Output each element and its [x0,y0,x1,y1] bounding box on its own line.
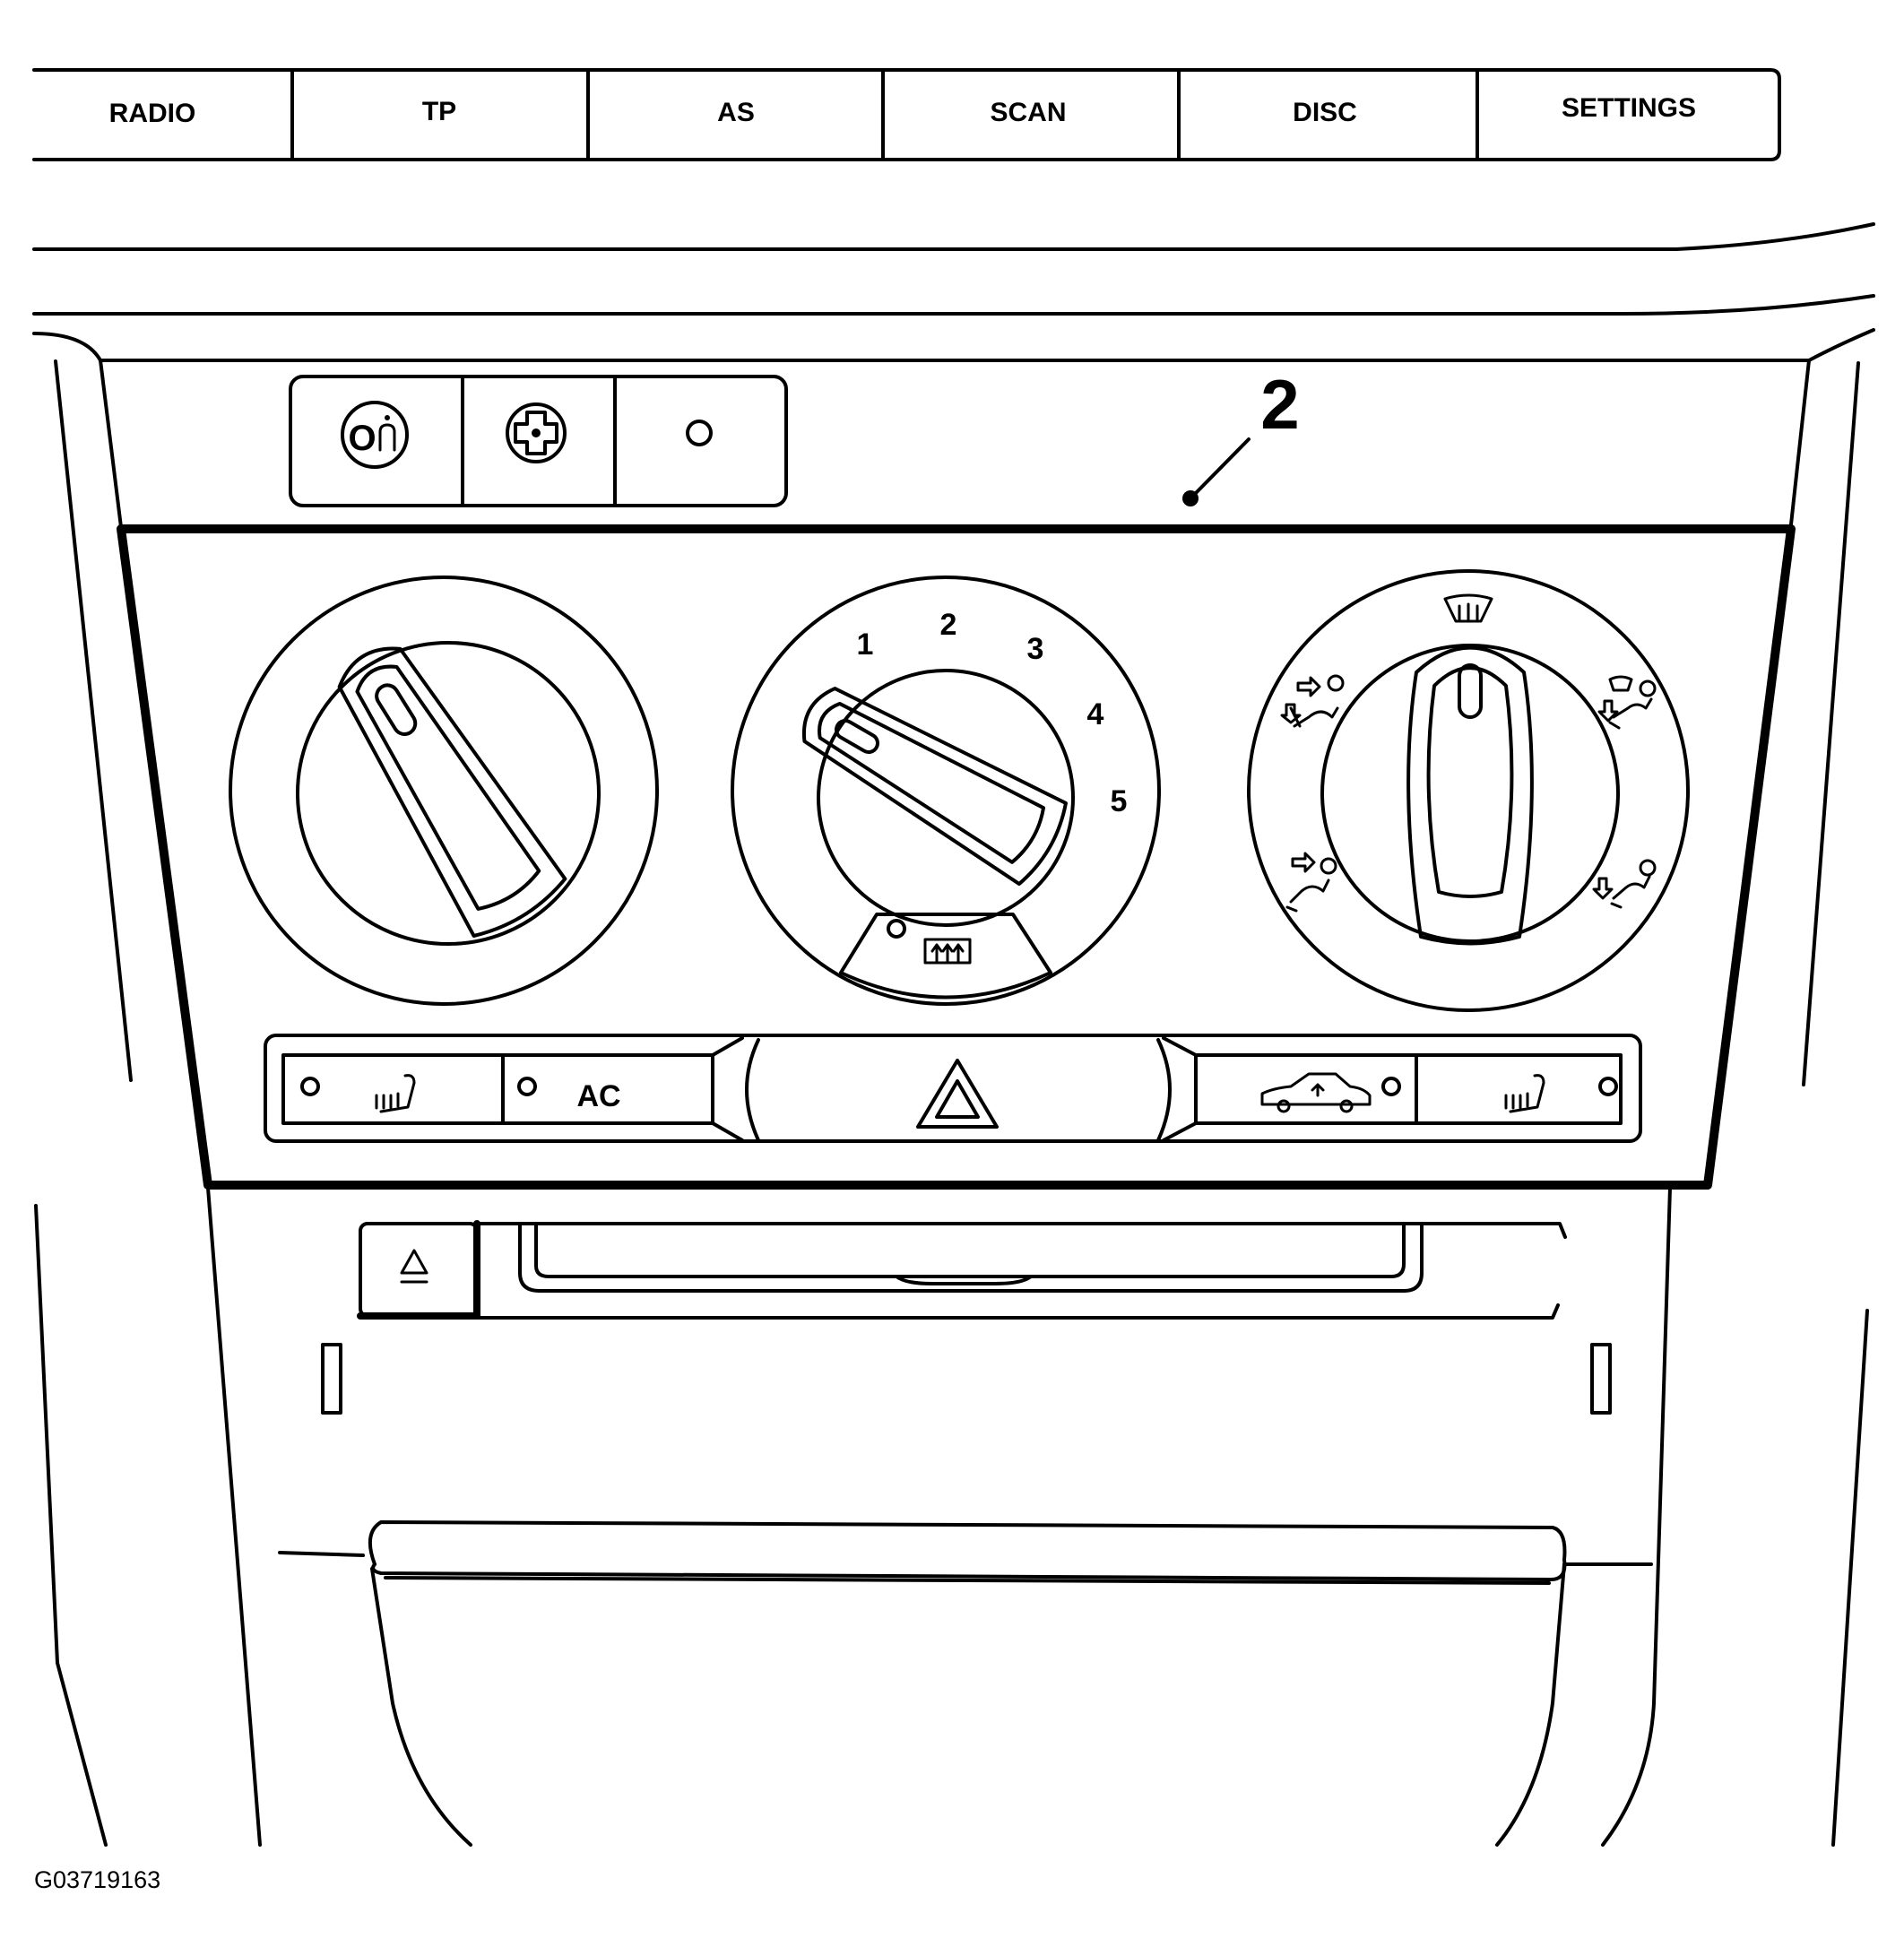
temperature-dial[interactable] [229,576,659,1006]
feet-icon [1592,859,1657,909]
recirculation-button[interactable] [1260,1072,1401,1113]
side-slots [321,1343,1612,1415]
ac-led [517,1077,537,1096]
fan-dial-pointer [801,687,1068,887]
recirculation-car-icon [1260,1072,1372,1113]
indicator-switch[interactable] [686,420,713,446]
svg-text:O: O [348,419,376,458]
disc-button-label: DISC [1293,98,1357,127]
heated-seat-icon [375,1074,416,1113]
top-switch-block [289,375,788,507]
callout-number: 2 [1260,365,1299,444]
climate-control-panel [117,524,1796,1190]
tp-button-label: TP [422,97,456,126]
hazard-button[interactable] [745,1038,1172,1142]
mode-dial-ring [1247,569,1690,1012]
callout-2: 2 [1182,365,1300,506]
hazard-triangle-icon [916,1059,999,1129]
fan-speed-4: 4 [1087,697,1104,731]
radio-button-radio[interactable]: RADIO [109,99,196,128]
mode-dial-knob [1320,644,1620,943]
dpad-switch[interactable] [506,402,567,463]
dpad-icon [506,402,567,463]
radio-button-strip [32,68,1781,161]
radio-button-as[interactable]: AS [717,98,755,127]
fan-dial-ring [731,576,1161,1006]
left-heated-seat-button[interactable] [283,1053,505,1125]
fan-dial-defrost-segment [839,913,1052,1000]
left-seat-led [300,1077,320,1096]
fan-speed-2: 2 [940,608,957,642]
ac-button-label: AC [576,1079,620,1113]
fan-speed-dial[interactable] [731,576,1161,1006]
radio-button-tp[interactable]: TP [422,97,456,126]
on-info-switch[interactable]: O [341,401,409,469]
rear-defrost-icon [923,938,972,965]
right-heated-seat-button[interactable] [1415,1053,1618,1125]
ac-button[interactable]: AC [517,1077,621,1113]
air-distribution-dial[interactable] [1247,569,1690,1012]
temperature-dial-pointer [337,646,567,939]
figure-id: G03719163 [34,1866,160,1893]
radio-button-label: RADIO [109,99,196,128]
fan-speed-3: 3 [1027,632,1044,666]
indicator-led-icon [686,420,713,446]
temperature-dial-knob [296,641,601,946]
fan-dial-knob [817,669,1075,927]
scan-button-label: SCAN [990,98,1066,127]
eject-button[interactable] [357,1220,480,1320]
radio-button-settings[interactable]: SETTINGS [1562,93,1696,123]
face-feet-icon [1285,852,1337,913]
temperature-dial-ring [229,576,659,1006]
radio-button-disc[interactable]: DISC [1293,98,1357,127]
right-seat-led [1598,1077,1618,1096]
settings-button-label: SETTINGS [1562,93,1696,123]
windshield-defrost-icon [1443,593,1493,623]
on-info-icon [341,401,409,469]
dash-contour-lines [32,222,1875,1847]
fan-speed-1: 1 [857,627,874,662]
fan-speed-labels: 1 2 3 4 5 [857,608,1128,818]
radio-button-scan[interactable]: SCAN [990,98,1066,127]
eject-icon [400,1249,428,1284]
fan-speed-5: 5 [1111,784,1128,818]
heated-seat-icon [1504,1074,1545,1113]
cd-slot-panel [475,1222,1567,1320]
as-button-label: AS [717,98,755,127]
button-bar [264,1034,1642,1143]
face-vent-icon [1280,674,1345,728]
mode-dial-icons [1280,593,1657,913]
callout-pointer-dot [1182,490,1199,506]
defrost-feet-icon [1597,675,1657,730]
recirculation-led [1381,1077,1401,1096]
mode-dial-pointer [1406,645,1534,946]
storage-compartment [368,1520,1567,1847]
fan-dial-led [887,919,906,939]
